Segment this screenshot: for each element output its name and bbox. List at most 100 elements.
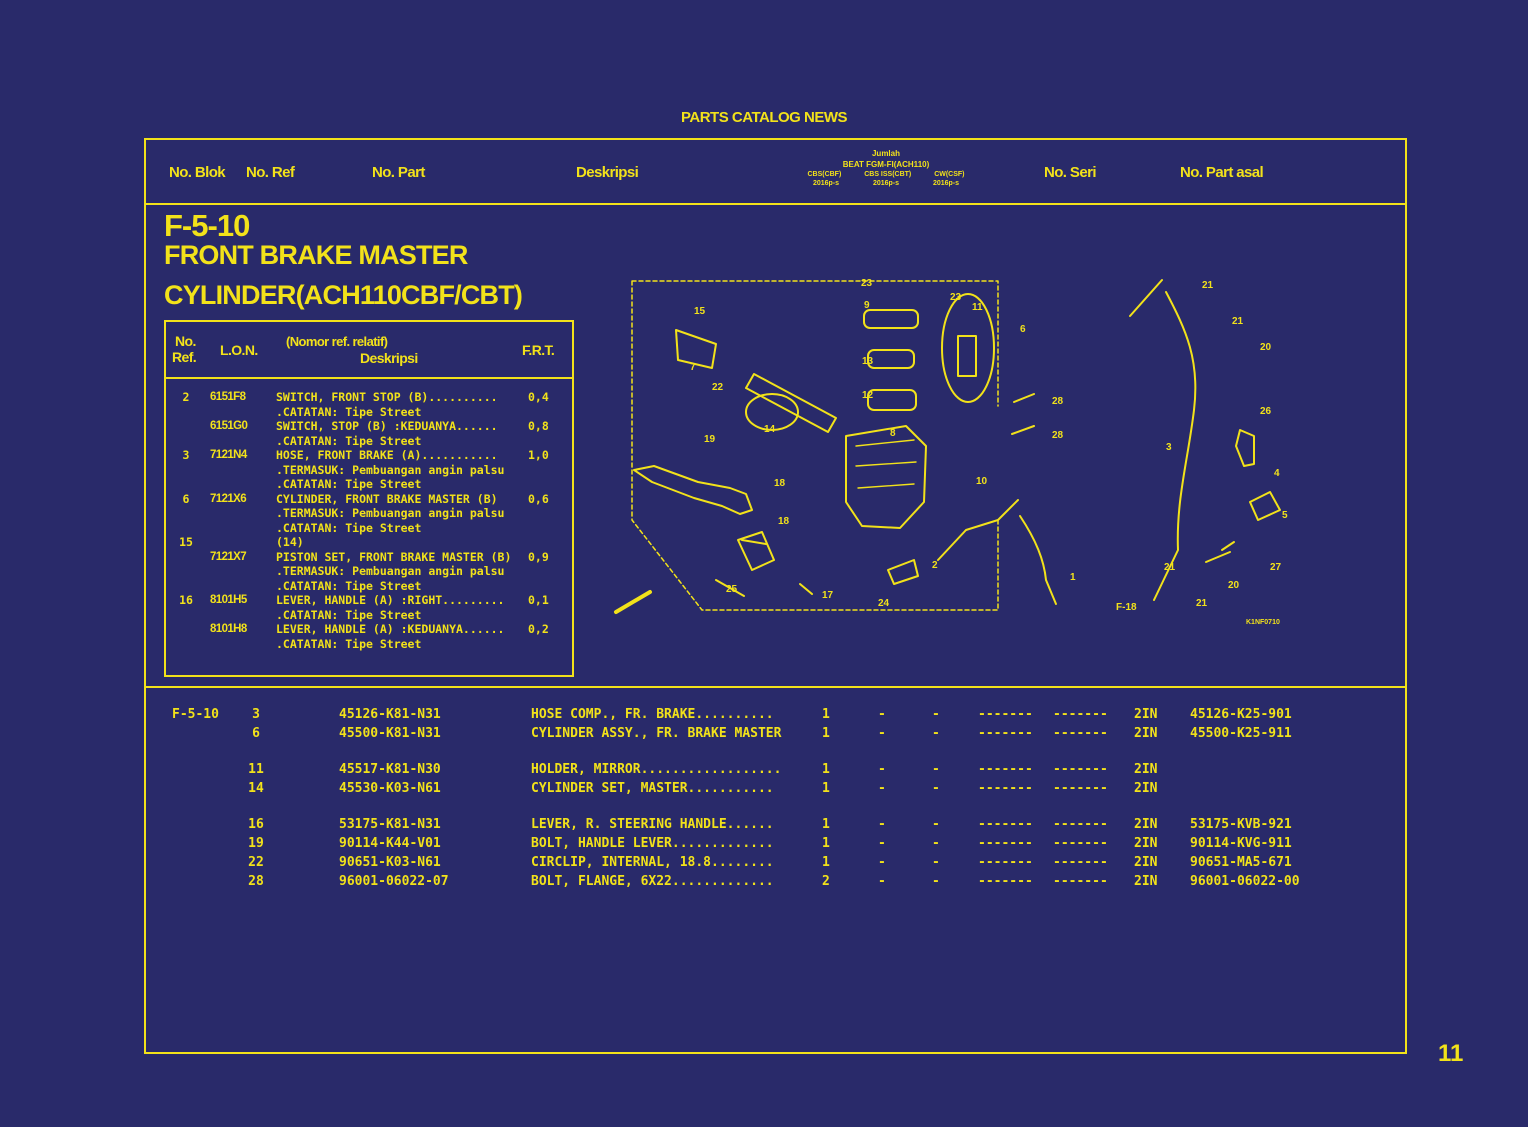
ref-note-row: .TERMASUK: Pembuangan angin palsu [166, 564, 572, 578]
callout-label: 22 [712, 382, 724, 393]
header-no-seri: No. Seri [1044, 164, 1096, 181]
hose-guide [1249, 491, 1281, 521]
ref-header-deskripsi: Deskripsi [360, 350, 418, 366]
part-original-number: 96001-06022-00 [1190, 874, 1300, 889]
part-original-number: 45126-K25-901 [1190, 707, 1292, 722]
ref-frt: 0,2 [528, 622, 549, 636]
part-blok: F-5-10 [172, 707, 219, 722]
callout-label: F-18 [1116, 602, 1137, 613]
part-description: CIRCLIP, INTERNAL, 18.8........ [531, 855, 774, 870]
reservoir-cap [863, 309, 919, 329]
part-ref: 22 [248, 855, 264, 870]
header-year: 2016p-s [812, 180, 840, 187]
ref-desc: (14) [276, 535, 304, 549]
mirror-holder-oval [941, 293, 995, 403]
hose-pointer [1129, 279, 1163, 317]
callout-label: 11 [972, 302, 983, 313]
ref-note: .TERMASUK: Pembuangan angin palsu [276, 564, 505, 578]
ref-frt: 0,1 [528, 593, 549, 607]
ref-note-row: .CATATAN: Tipe Street [166, 608, 572, 622]
ref-note-row: .CATATAN: Tipe Street [166, 405, 572, 419]
callout-label: 18 [778, 516, 790, 527]
handle-lever [633, 465, 753, 515]
ref-note: .CATATAN: Tipe Street [276, 404, 422, 419]
part-catalog-code: 2IN [1134, 855, 1158, 870]
ref-header-relatif: (Nomor ref. relatif) [286, 334, 388, 349]
callout-label: 7 [690, 362, 696, 373]
part-serial-to: ------- [1053, 836, 1108, 851]
section-title-line2: CYLINDER(ACH110CBF/CBT) [164, 280, 523, 310]
part-ref: 14 [248, 781, 264, 796]
callout-label: 24 [878, 598, 890, 609]
callout-label: 6 [1020, 324, 1026, 335]
callout-label: 4 [1274, 468, 1280, 479]
part-serial-from: ------- [978, 781, 1033, 796]
part-serial-from: ------- [978, 836, 1033, 851]
part-qty-cbt: - [878, 707, 886, 722]
part-original-number: 90651-MA5-671 [1190, 855, 1292, 870]
part-qty-cbf: 1 [822, 836, 830, 851]
ref-lon: 6151F8 [210, 391, 246, 403]
ref-note-row: .CATATAN: Tipe Street [166, 477, 572, 491]
ref-header-divider [166, 377, 572, 379]
ref-frt: 0,8 [528, 419, 549, 433]
flange-bolts [1011, 393, 1035, 435]
part-qty-cbt: - [878, 855, 886, 870]
ref-no: 15 [179, 535, 193, 549]
part-qty-csf: - [932, 836, 940, 851]
header-variant: CBS ISS(CBT) [864, 171, 912, 178]
ref-desc: LEVER, HANDLE (A) :KEDUANYA...... [276, 622, 505, 636]
catalog-title: PARTS CATALOG NEWS [681, 109, 848, 126]
ref-lon: 8101H5 [210, 594, 247, 606]
callout-label: 13 [862, 356, 874, 367]
callout-label: 18 [774, 478, 786, 489]
callout-label: 21 [1164, 562, 1176, 573]
part-serial-from: ------- [978, 817, 1033, 832]
ref-note: .CATATAN: Tipe Street [276, 607, 422, 622]
part-serial-from: ------- [978, 855, 1033, 870]
part-serial-from: ------- [978, 762, 1033, 777]
callout-label: 25 [726, 584, 738, 595]
ref-header-ref: Ref. [172, 349, 197, 365]
ref-note: .CATATAN: Tipe Street [276, 578, 422, 593]
ref-no: 6 [182, 491, 190, 506]
ref-desc: LEVER, HANDLE (A) :RIGHT......... [276, 593, 505, 607]
part-qty-cbf: 1 [822, 726, 830, 741]
header-divider [146, 203, 1405, 205]
part-number: 53175-K81-N31 [339, 817, 441, 832]
callout-label: 21 [1202, 280, 1214, 291]
ref-note: .TERMASUK: Pembuangan angin palsu [276, 506, 505, 520]
part-ref: 19 [248, 836, 264, 851]
header-year: 2016p-s [872, 180, 900, 187]
part-catalog-code: 2IN [1134, 781, 1158, 796]
part-qty-cbt: - [878, 817, 886, 832]
callout-label: 28 [1052, 396, 1064, 407]
catalog-page-frame: No. Blok No. Ref No. Part Deskripsi Juml… [144, 138, 1407, 1054]
part-qty-cbf: 1 [822, 855, 830, 870]
part-description: BOLT, HANDLE LEVER............. [531, 836, 774, 851]
part-ref: 11 [248, 762, 264, 777]
ref-desc: SWITCH, STOP (B) :KEDUANYA...... [276, 419, 498, 433]
ref-note-row: .CATATAN: Tipe Street [166, 637, 572, 651]
ref-desc: HOSE, FRONT BRAKE (A)........... [276, 448, 498, 462]
part-qty-cbt: - [878, 726, 886, 741]
ref-lon: 6151G0 [210, 420, 248, 432]
part-ref: 3 [252, 707, 260, 722]
ref-header-no: No. [175, 333, 196, 349]
part-catalog-code: 2IN [1134, 726, 1158, 741]
part-number: 45517-K81-N30 [339, 762, 441, 777]
part-serial-to: ------- [1053, 707, 1108, 722]
part-number: 96001-06022-07 [339, 874, 449, 889]
part-serial-to: ------- [1053, 762, 1108, 777]
ref-note: .CATATAN: Tipe Street [276, 636, 422, 651]
reference-table: No. Ref. L.O.N. (Nomor ref. relatif) Des… [164, 320, 574, 677]
master-cylinder-body [845, 425, 927, 529]
assembly-boundary [631, 280, 999, 611]
header-no-part: No. Part [372, 164, 425, 181]
